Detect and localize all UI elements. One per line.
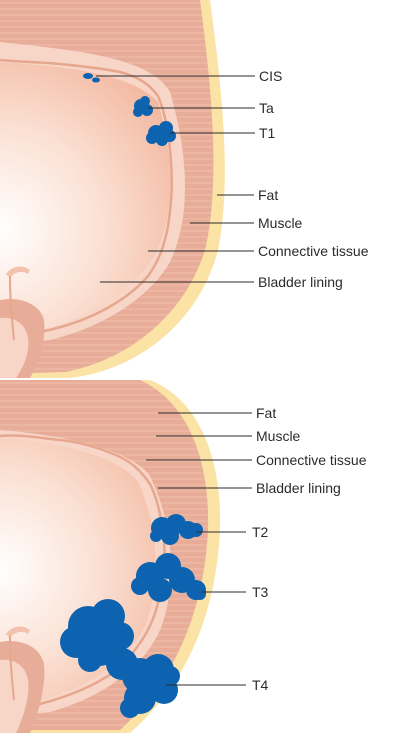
label-fat: Fat (256, 405, 276, 421)
label-connective-tissue: Connective tissue (256, 452, 367, 468)
label-bladder-lining: Bladder lining (258, 274, 343, 290)
bladder-wall-diagram-bottom: Fat Muscle Connective tissue Bladder lin… (0, 380, 395, 733)
label-bladder-lining: Bladder lining (256, 480, 341, 496)
label-cis: CIS (259, 68, 282, 84)
label-t1: T1 (259, 125, 276, 141)
label-fat: Fat (258, 187, 278, 203)
label-t4: T4 (252, 677, 269, 693)
diagram-bottom-panel: Fat Muscle Connective tissue Bladder lin… (0, 380, 395, 733)
label-t2: T2 (252, 524, 269, 540)
label-muscle: Muscle (256, 428, 301, 444)
label-ta: Ta (259, 100, 274, 116)
diagram-top-panel: CIS Ta T1 Fat Muscle Connective tissue B… (0, 0, 395, 378)
label-connective-tissue: Connective tissue (258, 243, 369, 259)
bladder-wall-diagram-top: CIS Ta T1 Fat Muscle Connective tissue B… (0, 0, 395, 378)
label-muscle: Muscle (258, 215, 303, 231)
label-t3: T3 (252, 584, 269, 600)
